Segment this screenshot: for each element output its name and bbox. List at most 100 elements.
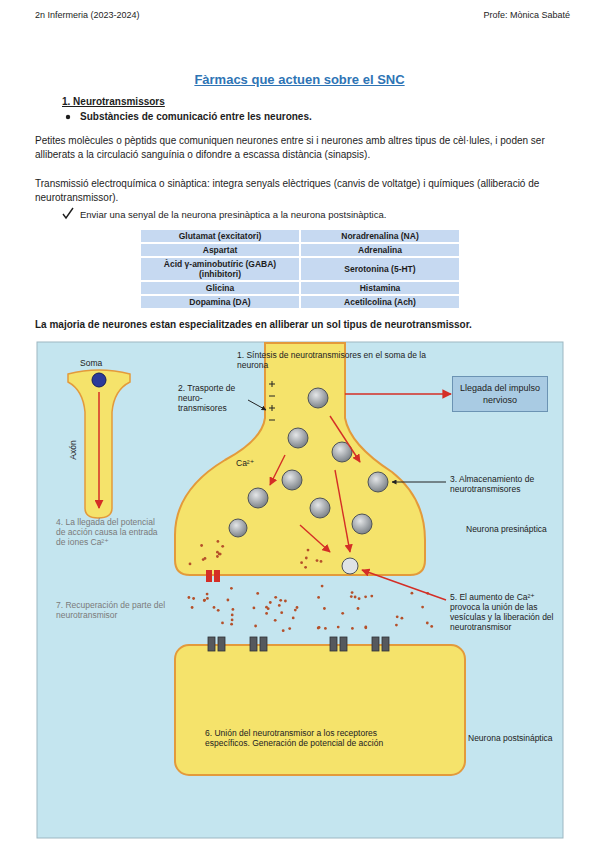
table-cell: Glutamat (excitatori) bbox=[140, 229, 300, 243]
neurotransmitter-dot bbox=[231, 619, 234, 622]
neurotransmitter-dot bbox=[230, 587, 233, 590]
table-cell: Adrenalina bbox=[300, 243, 460, 257]
neurotransmitter-dot bbox=[191, 606, 194, 609]
neurotransmitter-dot bbox=[204, 557, 207, 560]
neurotransmitter-dot bbox=[364, 595, 367, 598]
calcium-channel bbox=[214, 570, 220, 582]
node-text: Neurona postsináptica bbox=[468, 733, 554, 743]
neurotransmitter-dot bbox=[395, 624, 398, 627]
table-cell: Noradrenalina (NA) bbox=[300, 229, 460, 243]
neurotransmitter-dot bbox=[341, 612, 344, 615]
check-item: Enviar una senyal de la neurona presinàp… bbox=[80, 209, 540, 221]
neurotransmitter-dot bbox=[274, 619, 277, 622]
neurotransmitter-dot bbox=[279, 599, 282, 602]
axon-arrow bbox=[98, 392, 100, 508]
neurotransmitter-dot bbox=[284, 600, 287, 603]
neurotransmitter-dot bbox=[318, 626, 321, 629]
part-label: Axón bbox=[68, 433, 78, 467]
neurotransmitter-dot bbox=[188, 596, 191, 599]
neurotransmitter-dot bbox=[307, 549, 310, 552]
neurotransmitter-dot bbox=[274, 596, 277, 599]
leader-line bbox=[362, 570, 446, 600]
neurotransmitter-dot bbox=[213, 606, 216, 609]
neurotransmitter-dot bbox=[358, 597, 361, 600]
paragraph: Petites molècules o pèptids que comuniqu… bbox=[35, 134, 565, 162]
receptors bbox=[208, 637, 389, 651]
figure-ground bbox=[37, 342, 563, 838]
neurotransmitter-dot bbox=[232, 608, 235, 611]
neurotransmitter-dot bbox=[294, 609, 297, 612]
connector-arrow bbox=[345, 393, 451, 395]
neurotransmitter-dot bbox=[357, 607, 360, 610]
calcium-channel bbox=[206, 570, 212, 582]
neurotransmitter-dot bbox=[292, 617, 295, 620]
neurotransmitter-dot bbox=[221, 622, 224, 625]
callout-text: 5. El aumento de Ca²⁺ provoca la unión d… bbox=[450, 592, 558, 632]
presynaptic-neuron: Neurona presináptica bbox=[175, 343, 425, 575]
neurotransmitter-dot bbox=[300, 561, 303, 564]
neurotransmitter-dot bbox=[411, 592, 414, 595]
neurotransmitter-dot bbox=[396, 615, 399, 618]
page-title: Fàrmacs que actuen sobre el SNC bbox=[0, 72, 599, 89]
paragraph: Transmissió electroquímica o sinàptica: … bbox=[35, 177, 565, 205]
neurotransmitter-dot bbox=[370, 595, 373, 598]
header-text: Profe: Mònica Sabaté bbox=[450, 10, 570, 22]
node-text: Llegada del impulso nervioso bbox=[457, 382, 543, 406]
table-cell: Serotonina (5-HT) bbox=[300, 257, 460, 281]
postsynaptic-neuron: Neurona postsináptica bbox=[175, 645, 465, 775]
table-cell: Acetilcolina (Ach) bbox=[300, 295, 460, 309]
vesicles bbox=[229, 388, 388, 537]
neurotransmitter-dot bbox=[401, 617, 404, 620]
neurotransmitter-dot bbox=[227, 599, 230, 602]
neurotransmitter-dot bbox=[321, 585, 324, 588]
neurotransmitter-dot bbox=[221, 545, 224, 548]
header-text: 2n Infermeria (2023-2024) bbox=[35, 10, 235, 22]
bullet-dot bbox=[66, 115, 70, 119]
transport-arrows bbox=[270, 416, 360, 552]
info-box: Llegada del impulso nervioso bbox=[452, 376, 548, 412]
neurotransmitter-dot bbox=[351, 591, 354, 594]
neurotransmitter-dot bbox=[280, 611, 283, 614]
neuron-icon bbox=[68, 370, 130, 518]
callout-text: 6. Unión del neurotransmisor a los recep… bbox=[205, 728, 415, 748]
leader-line bbox=[248, 400, 266, 410]
presynaptic-terminal bbox=[175, 343, 425, 575]
neurotransmitter-dot bbox=[364, 626, 367, 629]
neurotransmitter-dot bbox=[189, 563, 192, 566]
neurotransmitter-dot bbox=[430, 625, 433, 628]
neurotransmitter-dot bbox=[206, 593, 209, 596]
neurotransmitter-dot bbox=[200, 544, 203, 547]
neurotransmitter-dot bbox=[296, 606, 299, 609]
neurotransmitter-dot bbox=[265, 606, 268, 609]
callout-text: 3. Almacenamiento de neurotransmisores bbox=[450, 474, 558, 494]
callout-text: 7. Recuperación de parte del neurotransm… bbox=[56, 600, 168, 620]
neurotransmitter-dot bbox=[253, 607, 256, 610]
callout-text: 1. Síntesis de neurotransmisores en el s… bbox=[237, 350, 437, 370]
table-cell: Dopamina (DA) bbox=[140, 295, 300, 309]
table-cell: Histamina bbox=[300, 281, 460, 295]
neurotransmitter-dot bbox=[316, 559, 319, 562]
membrane-charges bbox=[269, 381, 275, 420]
neurotransmitter-dot bbox=[269, 601, 272, 604]
neurotransmitter-dot bbox=[217, 540, 220, 543]
nucleus bbox=[92, 373, 106, 387]
neurotransmitter-dot bbox=[206, 597, 209, 600]
neurotransmitter-dot bbox=[265, 612, 268, 615]
neurotransmitter-dot bbox=[305, 557, 308, 560]
neurotransmitter-dot bbox=[317, 627, 320, 630]
neurotransmitter-dot bbox=[216, 555, 219, 558]
neurotransmitter-dot bbox=[304, 566, 307, 569]
part-label: Soma bbox=[80, 358, 120, 368]
leader-line bbox=[392, 482, 446, 483]
neurotransmitter-dot bbox=[203, 599, 206, 602]
neurotransmitter-dot bbox=[216, 551, 219, 554]
fusing-vesicle bbox=[342, 558, 358, 574]
neurotransmitter-dot bbox=[203, 599, 206, 602]
node-text: Neurona presináptica bbox=[466, 524, 550, 534]
neurotransmitter-dot bbox=[217, 609, 220, 612]
bullet-text: Substàncies de comunicació entre les neu… bbox=[80, 110, 480, 123]
callout-text: 4. La llegada del potencial de acción ca… bbox=[56, 517, 160, 547]
callout-text: 2. Trasporte de neuro- transmisores bbox=[178, 383, 244, 413]
